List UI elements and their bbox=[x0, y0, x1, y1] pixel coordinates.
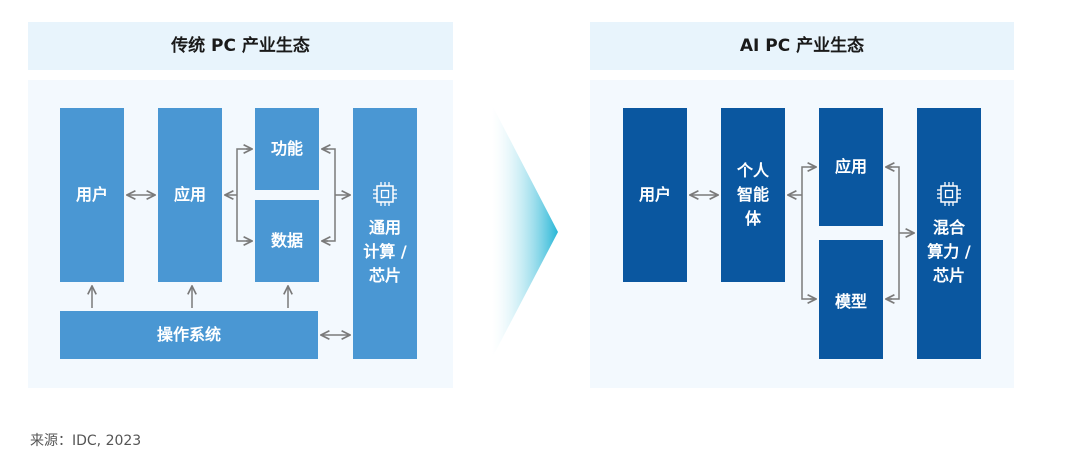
data-box: 数据 bbox=[255, 200, 319, 282]
app-model-bracket bbox=[801, 166, 816, 300]
chip-bracket bbox=[322, 148, 336, 242]
hybrid-chip-box: 混合 算力 / 芯片 bbox=[917, 108, 981, 359]
app-box: 应用 bbox=[158, 108, 222, 282]
ai-pc-title: AI PC 产业生态 bbox=[590, 22, 1014, 70]
app-label: 应用 bbox=[173, 185, 206, 204]
function-label: 功能 bbox=[270, 139, 303, 158]
personal-agent-box: 个人 智能 体 bbox=[721, 108, 785, 282]
agent-line-1: 个人 bbox=[736, 161, 769, 180]
hybrid-chip-line-3: 芯片 bbox=[932, 265, 965, 285]
ai-app-label: 应用 bbox=[834, 157, 867, 176]
os-label: 操作系统 bbox=[156, 325, 221, 344]
os-box: 操作系统 bbox=[60, 311, 318, 359]
ai-app-box: 应用 bbox=[819, 108, 883, 226]
chip-icon bbox=[373, 181, 397, 206]
ai-user-label: 用户 bbox=[638, 185, 671, 204]
data-label: 数据 bbox=[270, 231, 303, 250]
hybrid-chip-line-1: 混合 bbox=[932, 217, 965, 237]
user-label: 用户 bbox=[75, 185, 108, 204]
general-chip-box: 通用 计算 / 芯片 bbox=[353, 108, 417, 359]
model-label: 模型 bbox=[834, 291, 867, 311]
source-note: 来源：IDC, 2023 bbox=[30, 433, 142, 449]
chip-line-3: 芯片 bbox=[368, 265, 401, 285]
traditional-pc-title: 传统 PC 产业生态 bbox=[28, 22, 453, 70]
hybrid-chip-line-2: 算力 / bbox=[927, 241, 971, 261]
model-box: 模型 bbox=[819, 240, 883, 359]
chip-icon bbox=[937, 181, 961, 206]
chip-line-1: 通用 bbox=[368, 217, 401, 237]
user-box: 用户 bbox=[60, 108, 124, 282]
chip-line-2: 计算 / bbox=[363, 241, 407, 261]
agent-line-2: 智能 bbox=[736, 185, 769, 204]
function-box: 功能 bbox=[255, 108, 319, 190]
function-data-bracket bbox=[236, 148, 252, 242]
ai-user-box: 用户 bbox=[623, 108, 687, 282]
agent-line-3: 体 bbox=[744, 209, 761, 228]
hybrid-chip-bracket bbox=[886, 166, 900, 300]
chevron-arrow-icon bbox=[492, 105, 558, 358]
